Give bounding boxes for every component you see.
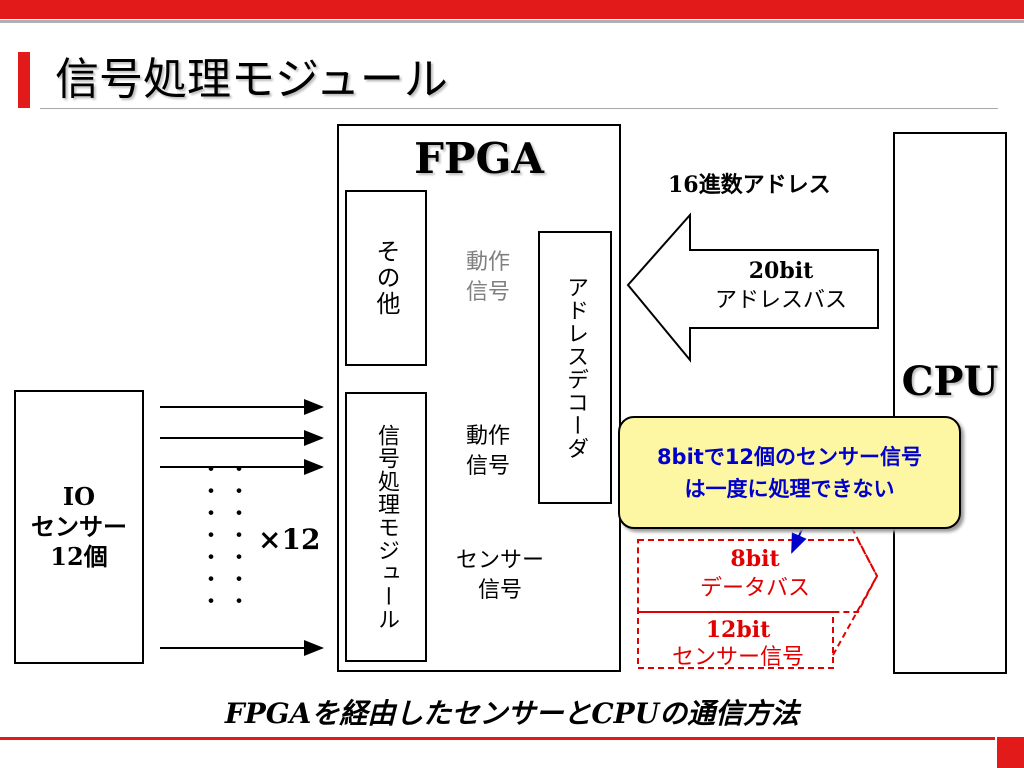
- hex-address-label: 16進数アドレス: [668, 172, 831, 198]
- bottom-accent-square: [997, 737, 1024, 768]
- callout-line-2: は一度に処理できない: [684, 476, 895, 501]
- sensor-dots: ・・ ・・ ・・ ・・ ・・ ・・ ・・: [199, 458, 256, 615]
- io-sensor-box: IO センサー 12個: [14, 390, 144, 664]
- dashed-operation-signal-text: 動作 信号: [465, 250, 510, 305]
- io-sensor-label: センサー: [31, 512, 127, 541]
- address-decoder-box: アドレスデコーダ: [538, 231, 612, 504]
- address-bus-arrow: [626, 212, 879, 363]
- top-divider: [0, 20, 1024, 23]
- cpu-box: [893, 132, 1007, 674]
- title-accent-mark: [18, 52, 30, 108]
- io-label: IO: [62, 482, 96, 511]
- fpga-title: FPGA: [414, 134, 544, 183]
- address-decoder-label: アドレスデコーダ: [563, 275, 588, 460]
- sensor-signal-text: センサー 信号: [455, 548, 544, 603]
- operation-signal-text: 動作 信号: [465, 424, 510, 479]
- address-bus-text: 20bit アドレスバス: [714, 258, 847, 313]
- sensor-12bit-dashed: [637, 611, 834, 669]
- signal-processing-module-box: 信号処理モジュール: [345, 392, 427, 662]
- top-accent-bar: [0, 0, 1024, 19]
- cpu-label: CPU: [901, 358, 999, 405]
- callout-line-1: 8bitで12個のセンサー信号: [656, 444, 923, 469]
- other-module-box: その他: [345, 190, 427, 366]
- warning-callout: 8bitで12個のセンサー信号 は一度に処理できない: [618, 416, 961, 529]
- io-count-label: 12個: [50, 542, 108, 571]
- signal-processing-module-label: 信号処理モジュール: [374, 423, 399, 631]
- slide-caption: FPGAを経由したセンサーとCPUの通信方法: [224, 697, 800, 730]
- multiplier-label: ×12: [258, 523, 321, 556]
- sensor-12bit-diagonal: [832, 575, 878, 656]
- data-bus-text: 8bit データバス: [699, 546, 810, 601]
- bottom-accent-line: [0, 737, 995, 740]
- slide-title: 信号処理モジュール: [55, 54, 448, 105]
- title-underline: [40, 108, 998, 109]
- sensor-12bit-text: 12bit センサー信号: [671, 617, 804, 670]
- callout-red-tail: [851, 527, 878, 577]
- other-module-label: その他: [372, 239, 400, 317]
